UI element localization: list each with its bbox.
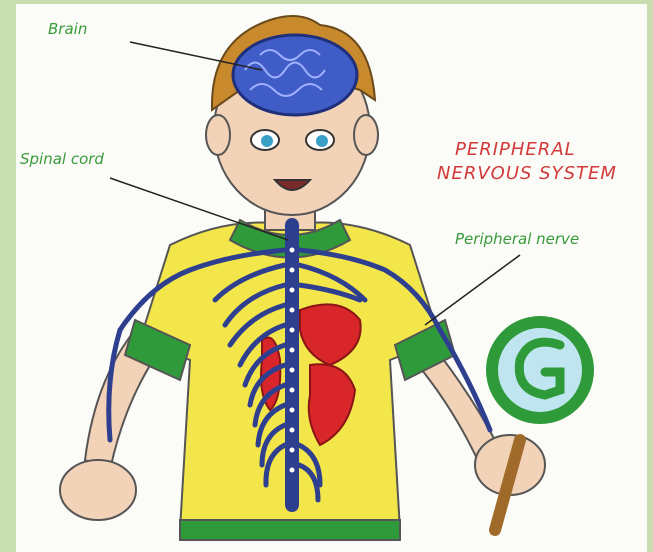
left-iris bbox=[261, 135, 273, 147]
spinal-cord-label: Spinal cord bbox=[20, 150, 104, 168]
brain-label: Brain bbox=[48, 20, 87, 38]
peripheral-nerve-label: Peripheral nerve bbox=[455, 230, 579, 248]
right-iris bbox=[316, 135, 328, 147]
title-line-2: NERVOUS SYSTEM bbox=[437, 162, 617, 186]
shirt-hem bbox=[180, 520, 400, 540]
right-ear bbox=[354, 115, 378, 155]
left-ear bbox=[206, 115, 230, 155]
peripheral-nerve-leader-line bbox=[425, 255, 520, 325]
left-fist bbox=[60, 460, 136, 520]
magnifier-ring bbox=[492, 322, 588, 418]
brain bbox=[233, 35, 357, 115]
title-line-1: PERIPHERAL bbox=[455, 138, 576, 162]
